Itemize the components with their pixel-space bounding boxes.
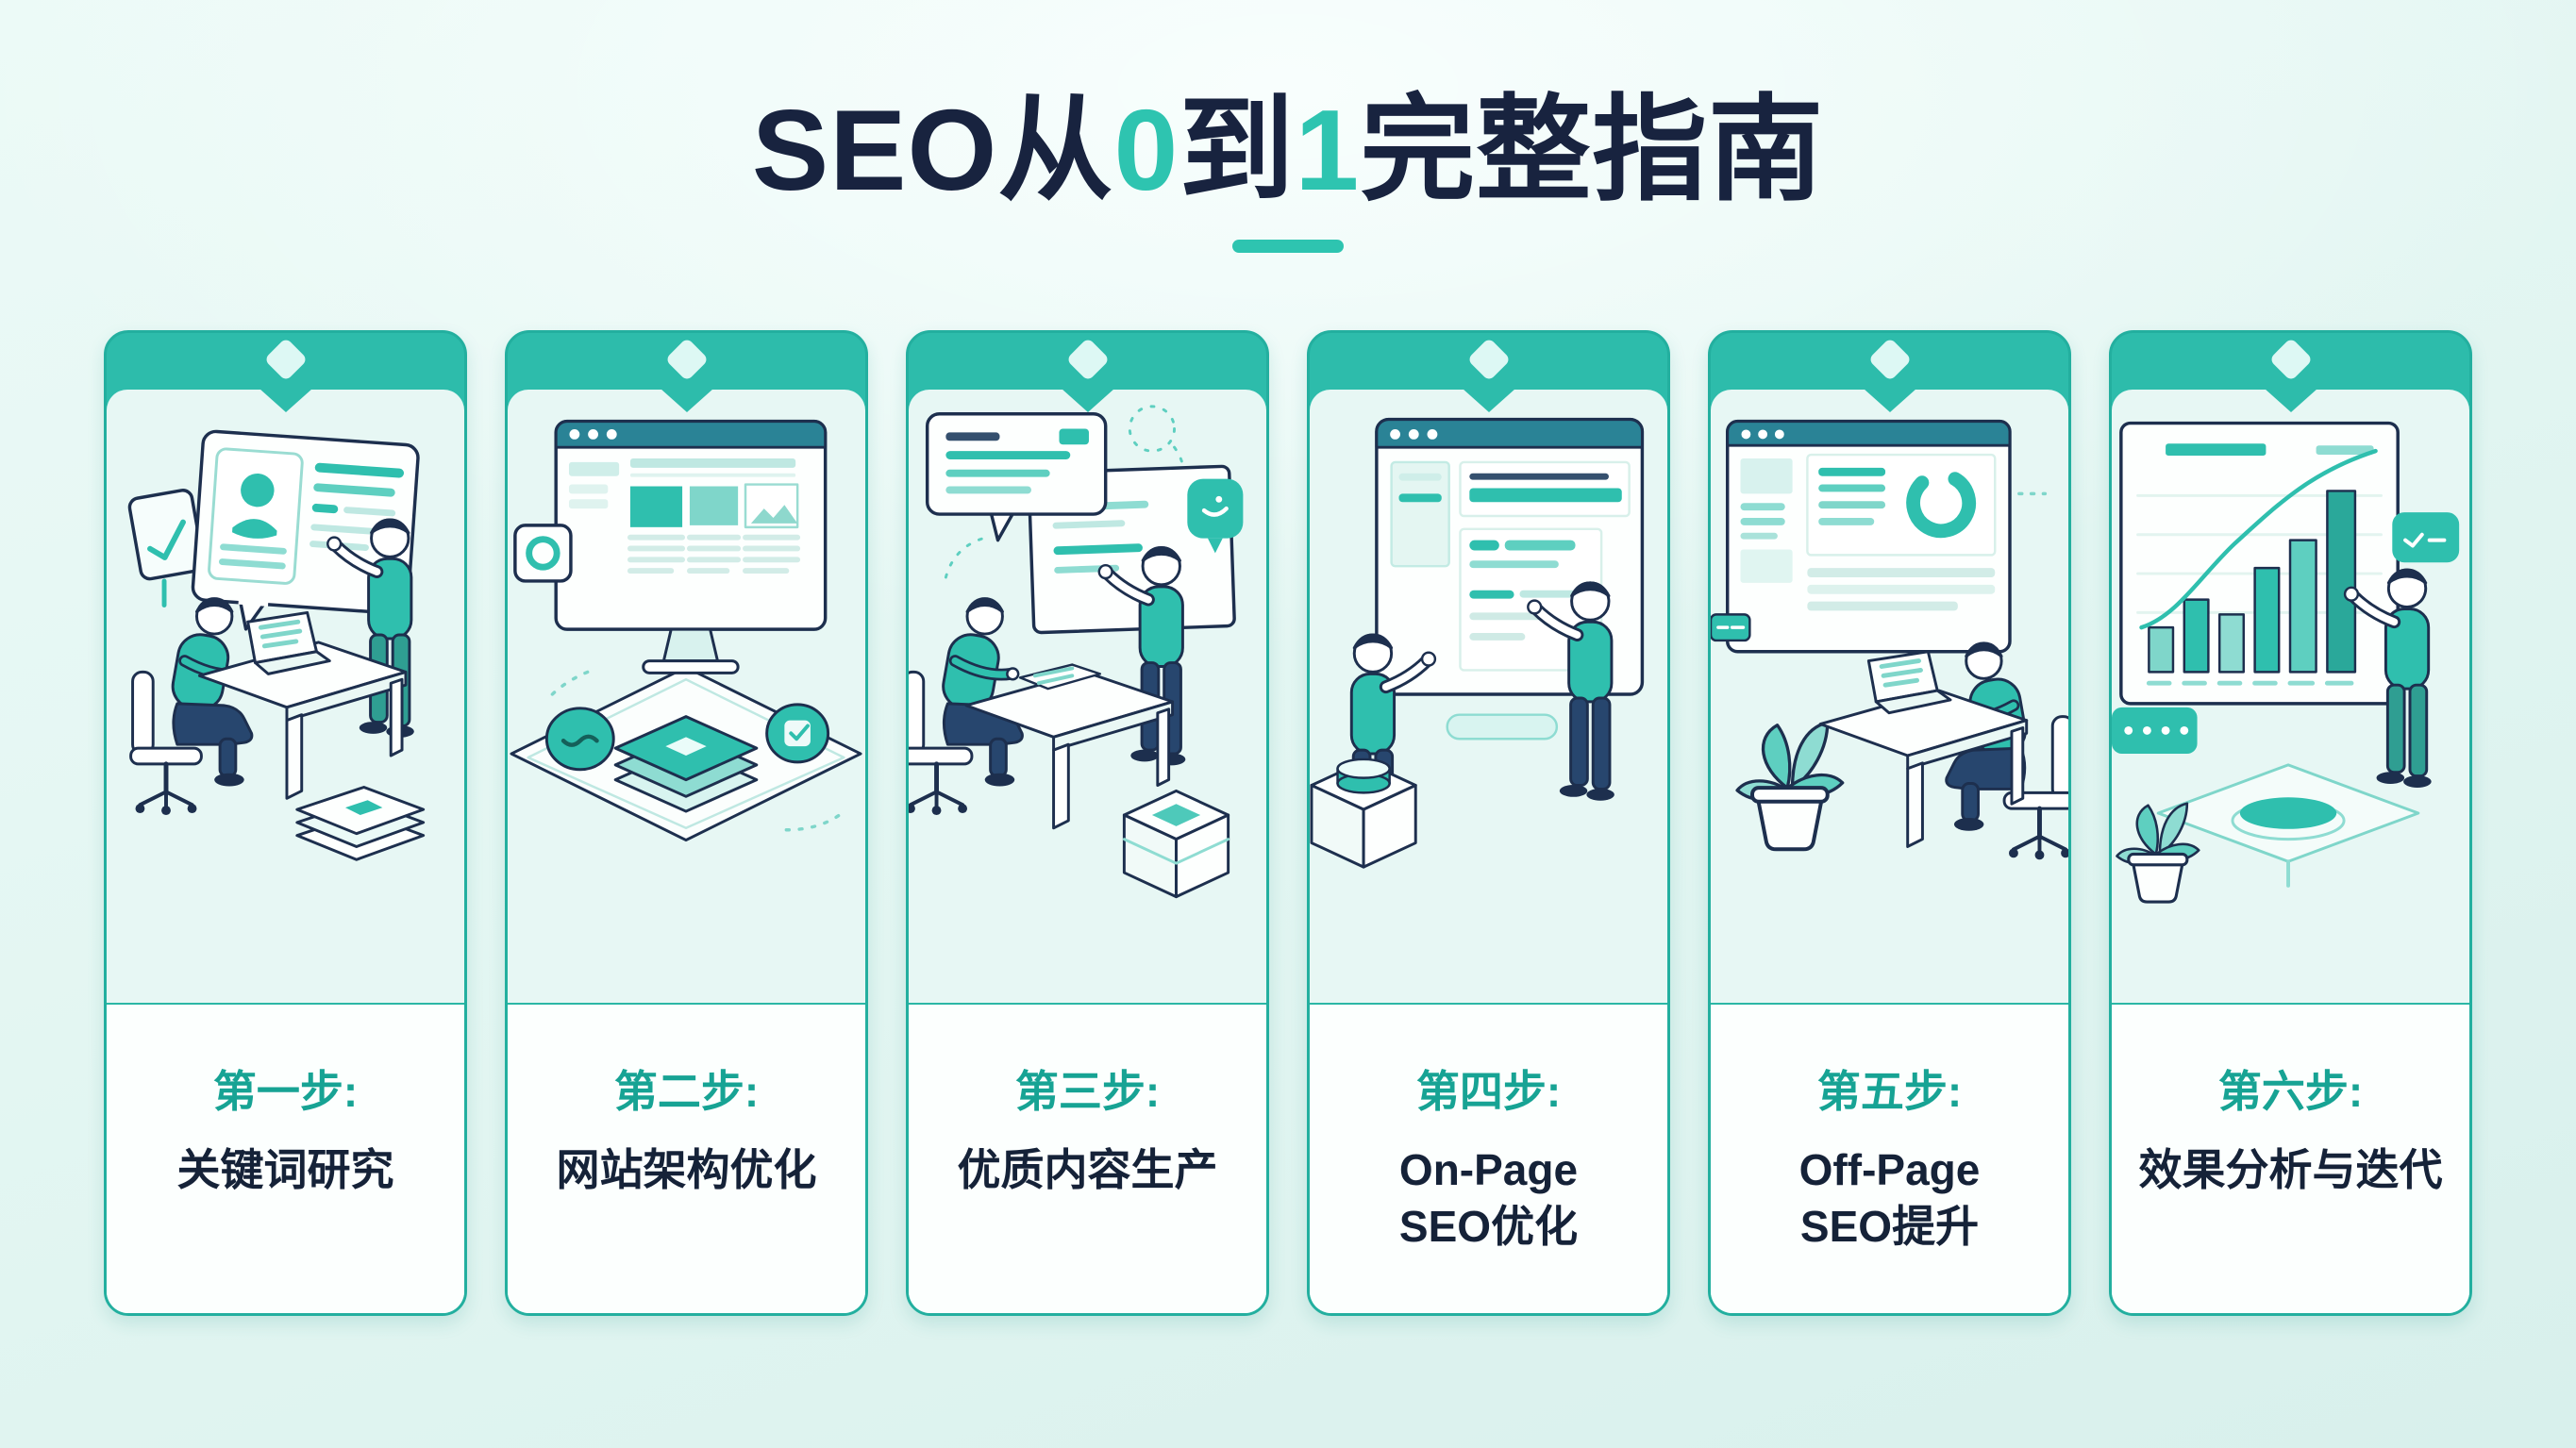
card-header [909,333,1266,390]
header-notch [1061,390,1114,412]
header-notch [259,390,312,412]
dashboard-window-icon [1725,419,2012,654]
check-badge-icon [2392,512,2460,563]
coin-right-icon [765,703,830,764]
dots-badge-icon [2112,707,2198,755]
step-title: 网站架构优化 [508,1142,865,1199]
step-title-line-1: Off-Page [1798,1145,1981,1194]
step-title-line-2: SEO提升 [1799,1201,1980,1251]
step-card-6: 第六步: 效果分析与迭代 [2109,330,2472,1316]
card-body: 第三步: 优质内容生产 [909,390,1266,1313]
monitor-icon [554,419,828,674]
button-cube-icon [1310,757,1417,869]
step-title: 效果分析与迭代 [2112,1142,2469,1199]
header-notch [2264,390,2317,412]
speech-bubble-icon [925,412,1108,542]
step-card-5: 第五步: Off-Page SEO提升 [1708,330,2071,1316]
step-label: 第五步: [1816,1067,1963,1116]
card-caption: 第四步: On-Page SEO优化 [1310,1003,1667,1313]
illustration-content-production [909,390,1266,1003]
coin-left-icon [544,707,615,772]
donut-chart-icon [1906,468,1977,539]
illustration-site-architecture [508,390,865,1003]
card-header [1310,333,1667,390]
step-label: 第二步: [613,1067,760,1116]
card-body: 第四步: On-Page SEO优化 [1310,390,1667,1313]
plant-icon [1735,721,1845,852]
step-title-line-1: 关键词研究 [176,1145,394,1194]
step-card-1: 第一步: 关键词研究 [104,330,467,1316]
step-card-4: 第四步: On-Page SEO优化 [1307,330,1670,1316]
card-caption: 第二步: 网站架构优化 [508,1003,865,1313]
title-seg-4-accent: 1 [1295,86,1361,214]
step-title: Off-Page SEO提升 [1711,1142,2068,1256]
card-caption: 第五步: Off-Page SEO提升 [1711,1003,2068,1313]
step-card-3: 第三步: 优质内容生产 [906,330,1269,1316]
card-header [508,333,865,390]
title-seg-1: SEO从 [751,86,1114,214]
card-body: 第五步: Off-Page SEO提升 [1711,390,2068,1313]
page-header: SEO从0到1完整指南 [0,83,2576,253]
illustration-analytics-iteration [2112,390,2469,1003]
step-title-line-1: 效果分析与迭代 [2138,1145,2443,1194]
step-title-line-1: On-Page [1398,1145,1579,1194]
books-stack-icon [295,785,426,861]
ring-card-icon [513,524,573,583]
step-title-line-1: 优质内容生产 [957,1145,1218,1194]
papers-icon [1018,663,1102,691]
illustration-on-page-seo [1310,390,1667,1003]
layers-stack-icon [613,715,759,813]
step-label: 第三步: [1014,1067,1161,1116]
diamond-icon [263,337,308,382]
card-header [107,333,464,390]
diamond-icon [2268,337,2313,382]
header-notch [1462,390,1515,412]
steps-row: 第一步: 关键词研究 [104,330,2472,1316]
tag-icon [1711,613,1751,642]
diamond-icon [1867,337,1912,382]
illustration-off-page-seo [1711,390,2068,1003]
title-seg-3: 到 [1179,86,1296,214]
step-label: 第四步: [1415,1067,1562,1116]
lightbulb-badge-icon [1187,478,1244,554]
platform-icon [2156,763,2420,888]
card-body: 第一步: 关键词研究 [107,390,464,1313]
card-caption: 第六步: 效果分析与迭代 [2112,1003,2469,1313]
step-title: 优质内容生产 [909,1142,1266,1199]
bar-chart-board-icon [2119,421,2400,706]
title-underline [1232,239,1344,253]
step-title: 关键词研究 [107,1142,464,1199]
card-header [2112,333,2469,390]
step-label: 第六步: [2217,1067,2364,1116]
header-notch [1863,390,1916,412]
card-caption: 第三步: 优质内容生产 [909,1003,1266,1313]
illustration-keyword-research [107,390,464,1003]
header-notch [660,390,713,412]
card-body: 第六步: 效果分析与迭代 [2112,390,2469,1313]
card-caption: 第一步: 关键词研究 [107,1003,464,1313]
card-header [1711,333,2068,390]
step-card-2: 第二步: 网站架构优化 [505,330,868,1316]
cube-icon [1122,789,1230,899]
title-seg-2-accent: 0 [1113,86,1179,214]
step-title: On-Page SEO优化 [1310,1142,1667,1256]
page-title: SEO从0到1完整指南 [0,83,2576,219]
step-label: 第一步: [212,1067,359,1116]
diamond-icon [664,337,709,382]
step-title-line-1: 网站架构优化 [556,1145,817,1194]
card-body: 第二步: 网站架构优化 [508,390,865,1313]
title-seg-5: 完整指南 [1360,86,1825,214]
diamond-icon [1065,337,1110,382]
diamond-icon [1466,337,1511,382]
step-title-line-2: SEO优化 [1398,1201,1579,1251]
